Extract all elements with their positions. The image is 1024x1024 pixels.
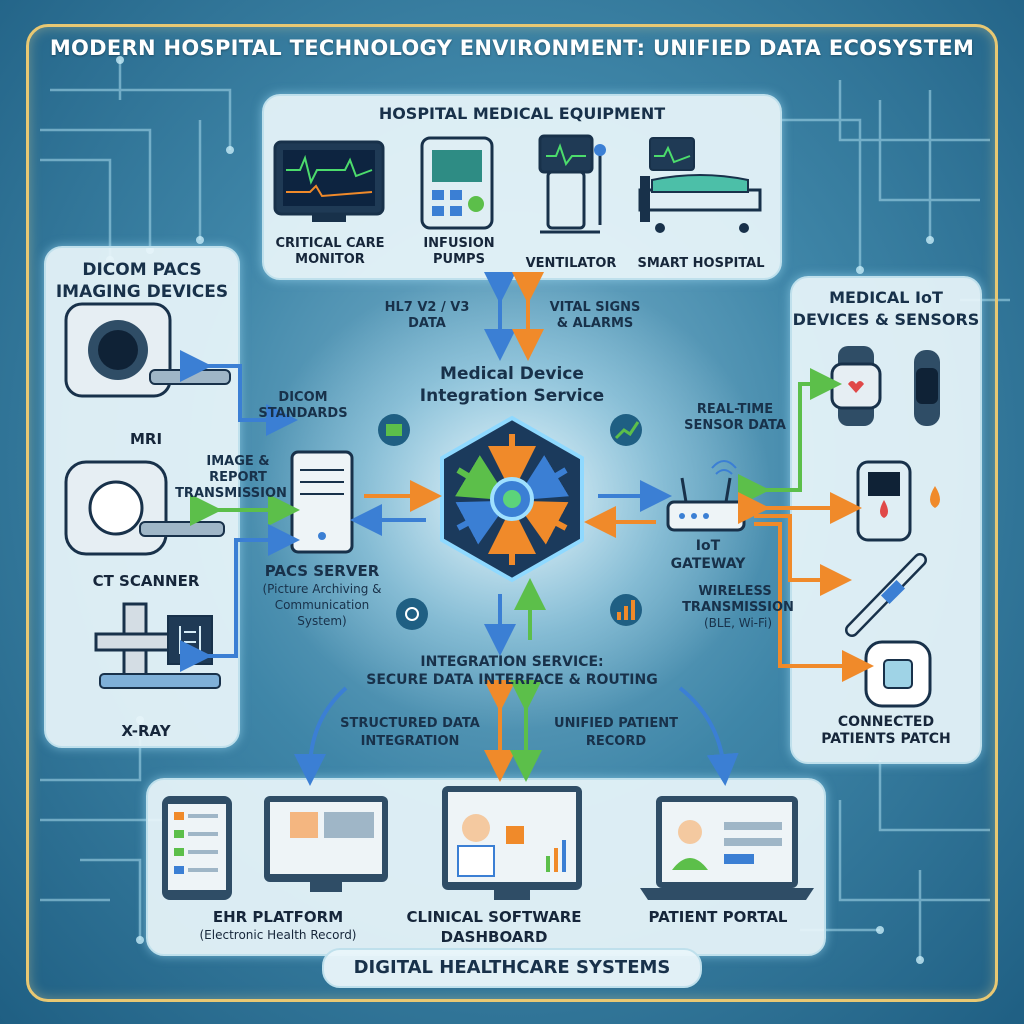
- routing-line1: INTEGRATION SERVICE:: [420, 654, 604, 670]
- systems-label-ehr: EHR PLATFORM: [212, 908, 344, 926]
- structured-label-line2: INTEGRATION: [360, 734, 460, 749]
- center-title-line1: Medical Device: [440, 364, 584, 384]
- systems-sub-ehr: (Electronic Health Record): [199, 928, 357, 942]
- iot-label-patch: CONNECTED PATIENTS PATCH: [821, 714, 951, 747]
- systems-label-dashboard-line1: CLINICAL SOFTWARE: [406, 908, 582, 926]
- pacs-server-label: PACS SERVER: [264, 562, 380, 580]
- equipment-label-monitor: CRITICAL CARE MONITOR: [275, 236, 385, 267]
- imaging-label-ct: CT SCANNER: [92, 572, 200, 590]
- equipment-label-ventilator: VENTILATOR: [525, 256, 617, 271]
- realtime-label-line1: REAL-TIME: [696, 402, 774, 417]
- hl7-label-line1: HL7 V2 / V3: [384, 300, 470, 315]
- equipment-panel: HOSPITAL MEDICAL EQUIPMENT CRITICAL CARE…: [262, 94, 782, 280]
- systems-footer: DIGITAL HEALTHCARE SYSTEMS: [322, 948, 702, 988]
- realtime-label-line2: SENSOR DATA: [684, 418, 786, 433]
- iot-gateway-label-line1: IoT: [695, 538, 721, 554]
- iot-header-line2: DEVICES & SENSORS: [792, 310, 980, 329]
- image-label-line1: IMAGE &: [206, 454, 270, 469]
- equipment-label-smart-hospital: SMART HOSPITAL: [637, 256, 765, 271]
- imaging-header-line2: IMAGING DEVICES: [55, 282, 229, 302]
- unified-label-line1: UNIFIED PATIENT: [554, 716, 678, 731]
- vitals-label-line1: VITAL SIGNS: [549, 300, 641, 315]
- wireless-label-line1: WIRELESS: [698, 584, 772, 599]
- systems-panel: EHR PLATFORM (Electronic Health Record) …: [146, 778, 826, 956]
- pacs-server-sub-line3: System): [297, 614, 347, 628]
- imaging-label-mri: MRI: [129, 430, 163, 448]
- unified-label-line2: RECORD: [585, 734, 647, 749]
- dicom-label-line2: STANDARDS: [258, 406, 348, 421]
- pacs-server-sub-line2: Communication: [274, 598, 370, 612]
- pacs-server-sub-line1: (Picture Archiving &: [262, 582, 382, 596]
- dicom-label-line1: DICOM: [278, 390, 328, 405]
- iot-panel: MEDICAL IoT DEVICES & SENSORS CONNECTED …: [790, 276, 982, 764]
- image-label-line3: TRANSMISSION: [175, 486, 287, 501]
- page-title: MODERN HOSPITAL TECHNOLOGY ENVIRONMENT: …: [49, 36, 975, 60]
- outer-frame: [26, 24, 998, 1002]
- systems-label-portal: PATIENT PORTAL: [648, 908, 788, 926]
- systems-label-dashboard-line2: DASHBOARD: [440, 928, 548, 946]
- structured-label-line1: STRUCTURED DATA: [340, 716, 480, 731]
- vitals-label-line2: & ALARMS: [556, 316, 634, 331]
- routing-line2: SECURE DATA INTERFACE & ROUTING: [366, 672, 658, 688]
- center-title-line2: Integration Service: [419, 386, 605, 406]
- iot-gateway-label-line2: GATEWAY: [670, 556, 746, 572]
- wireless-label-line3: (BLE, Wi-Fi): [703, 616, 773, 630]
- imaging-label-xray: X-RAY: [121, 722, 171, 740]
- hl7-label-line2: DATA: [408, 316, 446, 331]
- iot-header-line1: MEDICAL IoT: [829, 288, 943, 307]
- image-label-line2: REPORT: [209, 470, 267, 485]
- wireless-label-line2: TRANSMISSION: [682, 600, 794, 615]
- equipment-header: HOSPITAL MEDICAL EQUIPMENT: [378, 104, 666, 123]
- imaging-header-line1: DICOM PACS: [82, 260, 202, 280]
- equipment-label-infusion: INFUSION PUMPS: [423, 236, 495, 267]
